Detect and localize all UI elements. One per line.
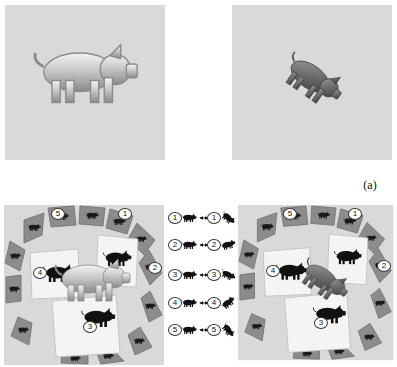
bottom-right-panel	[295, 254, 353, 307]
callout-number: 1	[168, 212, 182, 224]
correspondence-column	[220, 268, 237, 282]
correspondence-column	[182, 214, 197, 222]
top-right-panel	[232, 5, 392, 160]
callout-number: 2	[207, 239, 221, 251]
correspondence-column	[182, 210, 237, 339]
panel-label: (a)	[363, 178, 376, 193]
correspondence-column	[220, 210, 237, 226]
callout-number: 4	[207, 297, 221, 309]
callout-number: 1	[118, 208, 132, 220]
callout-number: 4	[168, 297, 182, 309]
correspondence-column	[221, 322, 236, 339]
top-right-panel	[278, 48, 349, 112]
callout-number: 5	[51, 208, 65, 220]
correspondence-column	[182, 271, 197, 279]
correspondence-column	[220, 268, 237, 282]
correspondence-column	[182, 326, 197, 334]
top-left-panel	[5, 5, 165, 160]
callout-number: 1	[348, 208, 362, 220]
callout-number: 5	[283, 208, 297, 220]
top-left-panel	[5, 5, 165, 160]
correspondence-column	[221, 322, 236, 339]
correspondence-column	[220, 295, 237, 310]
correspondence-column	[220, 239, 237, 251]
bottom-left-panel	[56, 259, 130, 301]
top-right-panel	[232, 5, 392, 160]
bottom-right-panel	[238, 205, 393, 360]
callout-number: 1	[207, 212, 221, 224]
callout-number: 2	[148, 262, 162, 274]
bottom-right-panel	[295, 254, 353, 307]
callout-number: 2	[168, 239, 182, 251]
callout-number: 3	[168, 269, 182, 281]
bottom-left-panel	[4, 205, 164, 365]
correspondence-column	[182, 299, 197, 307]
bottom-right-panel	[238, 205, 393, 360]
callout-number: 3	[83, 321, 97, 333]
callout-number: 3	[314, 317, 328, 329]
callout-number: 5	[207, 324, 221, 336]
callout-number: 4	[33, 267, 47, 279]
correspondence-column	[220, 295, 237, 310]
callout-number: 5	[168, 324, 182, 336]
callout-number: 2	[377, 260, 391, 272]
correspondence-column	[220, 239, 237, 251]
top-left-panel	[35, 45, 137, 103]
callout-number: 3	[207, 269, 221, 281]
bottom-left-panel	[4, 205, 164, 365]
callout-number: 4	[266, 265, 280, 277]
top-right-panel	[278, 48, 349, 112]
correspondence-column	[182, 241, 197, 249]
correspondence-column	[220, 210, 237, 226]
